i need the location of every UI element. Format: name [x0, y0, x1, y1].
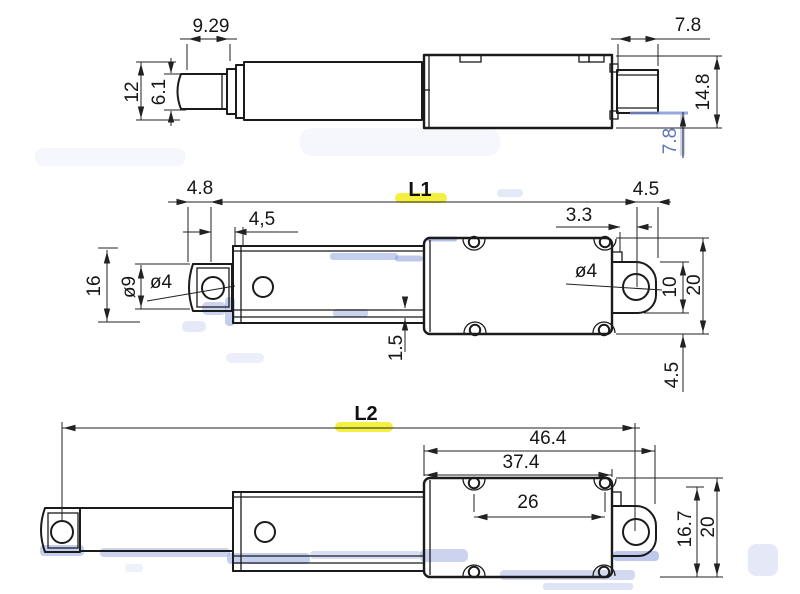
- ear-step: [611, 491, 622, 507]
- screw-hole: [597, 565, 611, 579]
- dim-label: 46.4: [530, 428, 567, 449]
- screw-hole: [467, 476, 481, 490]
- screw-hole: [597, 323, 611, 337]
- rear-step: [609, 110, 619, 120]
- watermark-marks: [35, 114, 778, 590]
- actuator-body: [422, 236, 614, 336]
- dim-label: 6.1: [149, 79, 170, 105]
- dim-label: ø9: [119, 276, 140, 298]
- dim-label: 10: [660, 276, 681, 297]
- dim-l2: L2: [61, 403, 640, 531]
- dim-total-with-ear: 46.4: [423, 428, 656, 504]
- dim-label: 1.5: [386, 335, 407, 361]
- mounting-ear: [611, 505, 657, 558]
- leader-line: [565, 283, 663, 291]
- dim-rod-diameter: 6.1: [149, 58, 186, 126]
- side-view: 9.29 12 6.1 7.8: [122, 15, 722, 158]
- outer-tube: [243, 61, 423, 121]
- screw-hole: [468, 323, 482, 337]
- dim-label: 16: [84, 275, 105, 296]
- dim-label: 4,5: [249, 209, 275, 230]
- dim-rod-end-diameter: ø9: [119, 263, 190, 310]
- slider-rail: [232, 491, 425, 572]
- dim-slider-lip: 1.5: [386, 296, 424, 361]
- piston-rod: [176, 73, 228, 110]
- dim-slider-height: 16: [84, 247, 140, 323]
- dim-body-length: 37.4: [424, 452, 613, 479]
- motor-body: [422, 53, 614, 130]
- rod-end-hole: [50, 520, 74, 544]
- dim-rod-protrusion: 9.29: [180, 16, 237, 70]
- rail-hole: [254, 521, 276, 543]
- rod-end-block: [40, 507, 81, 553]
- dim-label: 4.5: [662, 362, 683, 388]
- dim-label: 20: [684, 274, 705, 295]
- screw-hole: [598, 476, 612, 490]
- rod-end-block: [188, 263, 233, 312]
- dim-ear-height: 10: [644, 261, 689, 314]
- dim-body-height-mid: 20: [616, 237, 709, 335]
- screw-hole: [598, 235, 612, 249]
- ear-hole: [622, 273, 650, 301]
- screw-hole: [467, 235, 481, 249]
- dim-ear-hole-offset: 3.3: [556, 205, 652, 252]
- dim-label: 16.7: [675, 511, 696, 548]
- dim-hole-to-base: 16.7: [675, 486, 704, 577]
- dim-label: 7.8: [675, 15, 701, 36]
- dim-label: 4.5: [633, 179, 659, 200]
- dim-l1: L1: [168, 179, 668, 203]
- rear-step: [609, 63, 619, 73]
- dim-rear-offset: 7.8: [630, 111, 688, 158]
- dim-screw-spacing: 26: [473, 492, 606, 521]
- dim-rod-end-hole-label: ø4: [150, 272, 173, 293]
- dim-body-height: 14.8: [616, 55, 722, 129]
- dim-label: 37.4: [503, 452, 540, 473]
- dim-body-height-bottom: 20: [616, 477, 723, 578]
- corner-screws: [462, 476, 617, 579]
- slider-rail: [232, 245, 425, 324]
- ear-hole: [622, 518, 650, 546]
- length-label-l1: L1: [408, 179, 431, 201]
- dim-rod-end-width: 4.8: [175, 178, 224, 262]
- dim-label: 20: [698, 516, 719, 537]
- dim-rod-end-gap: 4,5: [183, 209, 298, 247]
- ear-step: [611, 251, 623, 263]
- rod-flange: [235, 64, 245, 119]
- dim-ear-drop: 4.5: [662, 334, 687, 392]
- actuator-body: [422, 476, 614, 579]
- dim-label: 7.8: [660, 128, 681, 154]
- plan-view-extended: L2 46.4 37.4 26: [40, 403, 723, 579]
- dim-label: 12: [122, 81, 143, 102]
- mounting-ear: [611, 261, 657, 314]
- rear-block: [616, 69, 659, 114]
- rod-collar: [226, 68, 237, 115]
- body-tab: [588, 54, 605, 63]
- dim-label: 14.8: [693, 74, 714, 111]
- length-label-l2: L2: [354, 403, 377, 425]
- screw-hole: [467, 565, 481, 579]
- dim-label: 9.29: [193, 16, 230, 37]
- dim-ear-hole-label: ø4: [575, 261, 598, 282]
- dim-ear-end-offset: 4.5: [624, 179, 671, 287]
- body-tab: [459, 54, 482, 63]
- dim-label: 26: [517, 492, 538, 513]
- dim-tube-height: 12: [122, 61, 180, 121]
- rail-hole: [252, 276, 274, 298]
- dim-label: 3.3: [566, 205, 592, 226]
- corner-screws: [462, 235, 617, 337]
- dim-rear-block-width: 7.8: [611, 15, 710, 66]
- highlight-l2: [335, 422, 393, 432]
- dim-label: 4.8: [187, 178, 213, 199]
- leader-line: [146, 285, 236, 302]
- plan-view-retracted: L1 4.8 4,5 16: [84, 178, 709, 392]
- highlight-l1: [395, 193, 447, 203]
